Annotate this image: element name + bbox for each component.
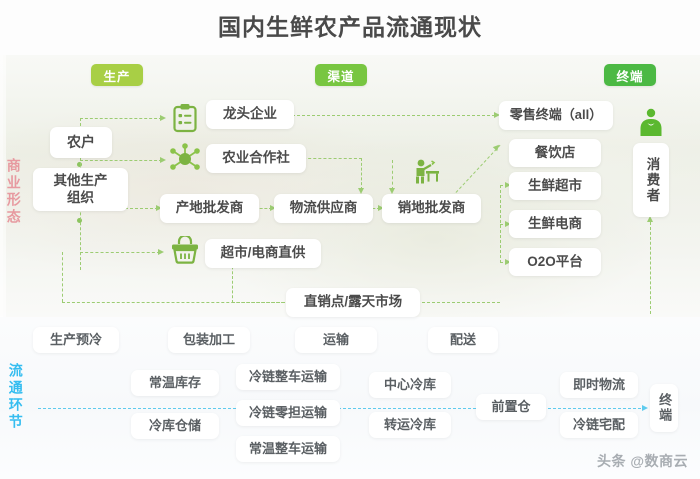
node-origin-wholesaler[interactable]: 产地批发商: [160, 194, 259, 223]
arrow-head: [270, 204, 276, 211]
node-sales-wholesaler[interactable]: 销地批发商: [382, 194, 481, 223]
arrow-head: [158, 248, 164, 255]
consumer-person-icon: [640, 108, 662, 136]
node-direct-market[interactable]: 直销点/露天市场: [286, 288, 420, 317]
arrow-head: [357, 188, 364, 194]
node-forward-warehouse[interactable]: 前置仓: [476, 394, 546, 420]
arrow-head: [156, 204, 162, 211]
connector-dot: [77, 218, 82, 223]
node-transport[interactable]: 运输: [295, 327, 377, 353]
connector-vertical: [650, 222, 651, 314]
node-packing-processing[interactable]: 包装加工: [168, 327, 250, 353]
node-ambient-ftl[interactable]: 常温整车运输: [236, 436, 340, 462]
arrow-head: [388, 188, 395, 194]
node-cold-chain-ltl[interactable]: 冷链零担运输: [236, 400, 340, 426]
watermark: 头条 @数商云: [596, 453, 688, 469]
connector-horizontal: [500, 185, 508, 186]
arrow-head: [160, 114, 166, 121]
node-farmer[interactable]: 农户: [50, 127, 112, 158]
node-cold-storage[interactable]: 冷库仓储: [131, 413, 219, 439]
arrow-head: [378, 204, 384, 211]
node-supermarket-direct[interactable]: 超市/电商直供: [205, 239, 321, 268]
node-instant-logistics[interactable]: 即时物流: [560, 372, 638, 398]
connector-horizontal: [80, 160, 162, 161]
node-agri-coop[interactable]: 农业合作社: [206, 144, 306, 173]
clipboard-icon: [173, 104, 197, 133]
connector-dot: [77, 162, 82, 167]
connector-horizontal: [298, 158, 362, 159]
node-fresh-supermarket[interactable]: 生鲜超市: [509, 172, 601, 200]
node-restaurant[interactable]: 餐饮店: [509, 139, 601, 167]
connector-vertical: [392, 160, 393, 190]
connector-horizontal: [62, 302, 294, 303]
arrow-head: [505, 181, 511, 188]
arrow-head: [646, 216, 653, 222]
connector-horizontal: [80, 252, 160, 253]
connector-blue-rail: [38, 408, 646, 409]
node-other-producers[interactable]: 其他生产 组织: [33, 168, 128, 211]
node-transfer-cold-store[interactable]: 转运冷库: [369, 412, 451, 438]
connector-horizontal: [500, 224, 508, 225]
node-circulation-terminal[interactable]: 终端: [650, 384, 678, 432]
node-o2o-platform[interactable]: O2O平台: [509, 248, 601, 276]
connector-horizontal: [80, 118, 162, 119]
node-pre-cooling[interactable]: 生产预冷: [33, 327, 119, 353]
side-label-circulation: 流通环节: [7, 363, 24, 431]
node-cold-chain-ftl[interactable]: 冷链整车运输: [236, 364, 340, 390]
node-cold-chain-home-delivery[interactable]: 冷链宅配: [560, 412, 638, 438]
shopping-basket-icon: [172, 236, 198, 264]
connector-horizontal: [500, 262, 508, 263]
arrow-head: [642, 404, 648, 411]
connector-horizontal: [255, 208, 272, 209]
network-hub-icon: [170, 143, 200, 170]
node-ambient-inventory[interactable]: 常温库存: [131, 370, 219, 396]
node-leading-enterprise[interactable]: 龙头企业: [206, 100, 294, 129]
arrow-head: [160, 156, 166, 163]
connector-vertical: [232, 252, 233, 303]
node-logistics-supplier[interactable]: 物流供应商: [274, 194, 373, 223]
stage-badge-channel: 渠道: [315, 64, 367, 86]
stage-badge-production: 生产: [91, 64, 143, 86]
person-at-desk-icon: [416, 159, 439, 184]
connector-vertical: [361, 158, 362, 190]
node-delivery[interactable]: 配送: [428, 327, 498, 353]
page-title: 国内生鲜农产品流通现状: [218, 14, 482, 40]
side-label-business-form: 商业形态: [5, 158, 22, 226]
node-retail-all[interactable]: 零售终端（all）: [499, 101, 613, 130]
connector-horizontal: [292, 115, 495, 116]
arrow-head: [494, 111, 500, 118]
node-central-cold-store[interactable]: 中心冷库: [369, 372, 451, 398]
arrow-head: [505, 220, 511, 227]
node-fresh-ecommerce[interactable]: 生鲜电商: [509, 210, 601, 238]
stage-badge-terminal: 终端: [604, 64, 656, 86]
arrow-head: [505, 258, 511, 265]
node-consumer[interactable]: 消费者: [633, 143, 669, 217]
connector-vertical: [62, 252, 63, 302]
